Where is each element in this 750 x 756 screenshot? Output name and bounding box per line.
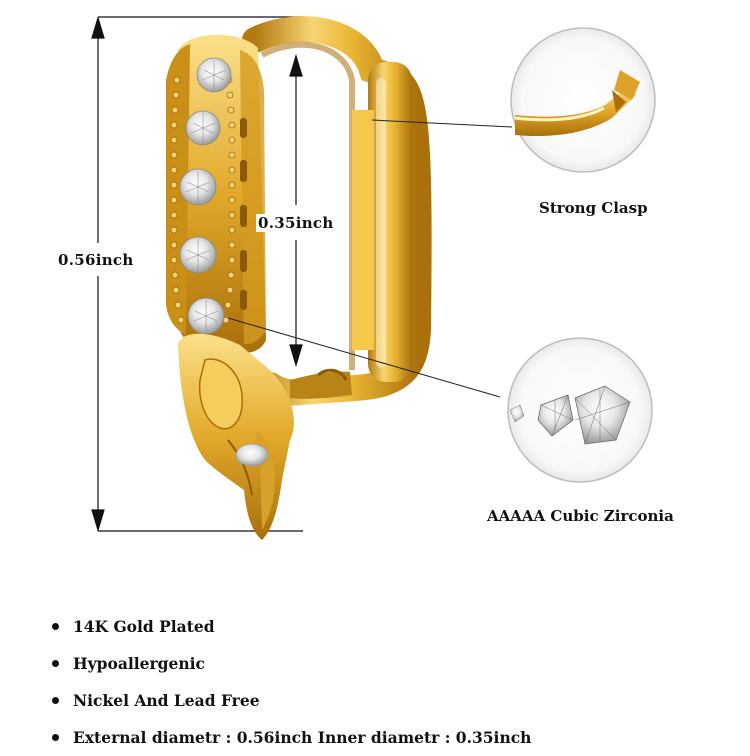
inner-dimension-line (289, 53, 303, 368)
stone-bar (166, 34, 266, 353)
clasp-zoom-circle (510, 27, 656, 173)
hoop-ring (242, 16, 432, 406)
bullet-icon (52, 734, 59, 741)
clasp-callout-label: Strong Clasp (539, 199, 648, 217)
outer-dimension-line (91, 15, 303, 533)
feature-item: 14K Gold Plated (52, 608, 531, 645)
feature-item: External diametr : 0.56inch Inner diamet… (52, 719, 531, 756)
outer-diameter-label: 0.56inch (56, 251, 136, 269)
bottom-ornament (178, 333, 352, 540)
bullet-icon (52, 697, 59, 704)
feature-item: Nickel And Lead Free (52, 682, 531, 719)
feature-item: Hypoallergenic (52, 645, 531, 682)
feature-list: 14K Gold Plated Hypoallergenic Nickel An… (52, 608, 531, 756)
inner-diameter-label: 0.35inch (256, 214, 336, 232)
stone-callout-line (227, 317, 501, 398)
clasp-callout-line (371, 119, 513, 128)
stone-callout-label: AAAAA Cubic Zirconia (487, 507, 674, 525)
stone-zoom-circle (507, 337, 653, 483)
bullet-icon (52, 623, 59, 630)
bullet-icon (52, 660, 59, 667)
